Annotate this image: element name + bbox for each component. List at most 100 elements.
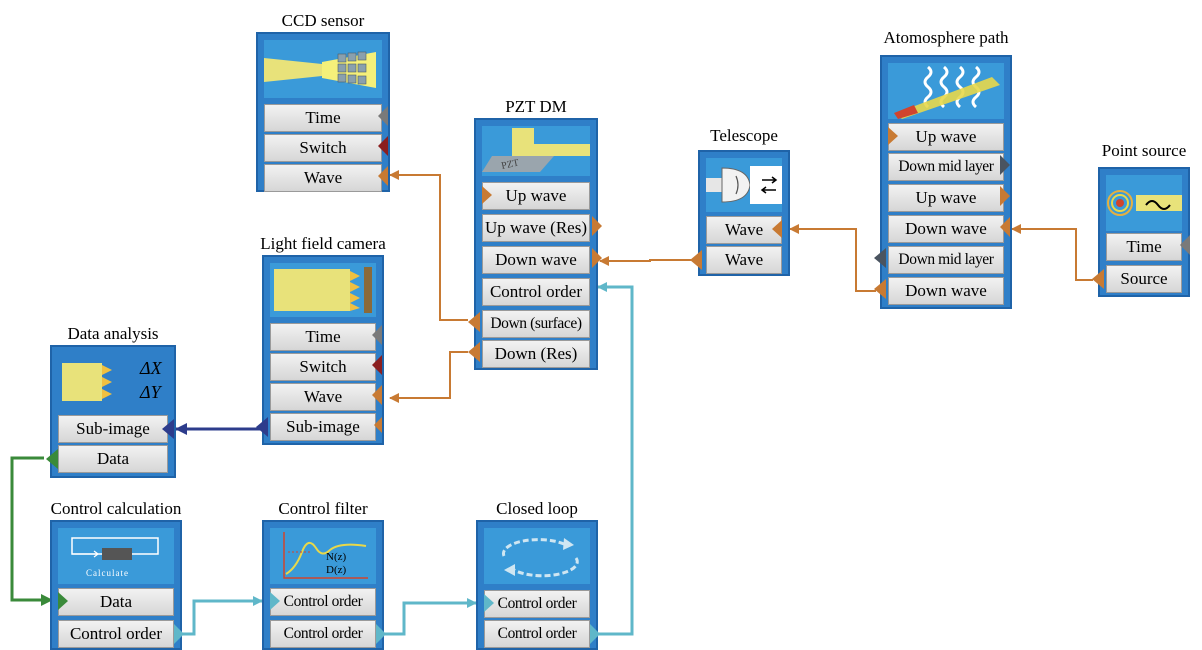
wire-filter-to-closed xyxy=(384,598,477,636)
point-source-image xyxy=(1106,175,1182,231)
calculator-image: Calculate xyxy=(58,528,174,584)
subimage-port-icon xyxy=(374,417,382,433)
atmos-downwave-out-icon xyxy=(874,279,886,299)
atmos-port-down-wave-2[interactable]: Down wave xyxy=(888,277,1004,305)
wave-port-icon xyxy=(372,385,382,405)
filter-port-control-order-in[interactable]: Control order xyxy=(270,588,376,616)
lightfield-port-wave[interactable]: Wave xyxy=(270,383,376,411)
point-time-in-icon xyxy=(1180,235,1190,255)
subimage-analysis-image: ΔX ΔY xyxy=(58,353,168,411)
atmos-port-down-wave-1[interactable]: Down wave xyxy=(888,215,1004,243)
pzt-port-down-res[interactable]: Down (Res) xyxy=(482,340,590,368)
point-source-out-icon xyxy=(1092,269,1104,289)
closed-port-control-order-in[interactable]: Control order xyxy=(484,590,590,618)
telescope-port-wave-1[interactable]: Wave xyxy=(706,216,782,244)
control-calculation-block[interactable]: Control calculation Calculate Data Contr… xyxy=(50,499,184,650)
pzt-port-up-wave-res[interactable]: Up wave (Res) xyxy=(482,214,590,242)
calculate-text: Calculate xyxy=(86,568,129,578)
telescope-wave-in-icon xyxy=(772,220,782,238)
ccd-sensor-block[interactable]: CCD sensor Time Switch Wave xyxy=(256,11,390,192)
wire-pzt-to-lightfield xyxy=(389,351,468,403)
atmos-port-down-mid-layer-1[interactable]: Down mid layer xyxy=(888,153,1004,181)
pzt-dm-block[interactable]: PZT DM PZT Up wave Up wave (Res) Down wa… xyxy=(468,97,602,370)
wire-point-to-atmos xyxy=(1011,224,1093,281)
atmos-upwave-out-icon xyxy=(1000,186,1010,206)
atmosphere-path-title: Atomosphere path xyxy=(883,28,1009,47)
pzt-downwave-in-icon xyxy=(592,248,602,268)
closed-loop-block[interactable]: Closed loop Control order Control order xyxy=(476,499,600,650)
control-filter-block[interactable]: Control filter N(z) D(z) Control order C… xyxy=(262,499,386,650)
lenslet-camera-image xyxy=(270,263,376,317)
wire-pzt-to-ccd xyxy=(389,170,468,321)
atmos-port-up-wave-1[interactable]: Up wave xyxy=(888,123,1004,151)
closed-loop-title: Closed loop xyxy=(496,499,578,518)
filter-denominator: D(z) xyxy=(326,564,346,576)
point-source-title: Point source xyxy=(1101,141,1187,160)
wire-calc-to-filter xyxy=(182,596,263,636)
calc-port-data[interactable]: Data xyxy=(58,588,174,616)
delta-x-label: ΔX xyxy=(140,358,162,378)
lightfield-port-markers xyxy=(372,325,382,433)
telescope-title: Telescope xyxy=(710,126,778,145)
time-port-icon xyxy=(378,106,388,126)
telescope-image xyxy=(706,158,782,212)
point-port-source[interactable]: Source xyxy=(1106,265,1182,293)
ccd-port-time[interactable]: Time xyxy=(264,104,382,132)
pzt-port-down-surface[interactable]: Down (surface) xyxy=(482,310,590,338)
wire-data xyxy=(10,456,53,606)
filter-port-control-order-out[interactable]: Control order xyxy=(270,620,376,648)
control-filter-title: Control filter xyxy=(278,499,368,518)
atmos-midlayer-out-icon xyxy=(874,248,886,268)
ccd-port-markers xyxy=(378,106,388,186)
pzt-down-surface-out-icon xyxy=(468,312,480,332)
turbulence-waves-image xyxy=(888,63,1004,119)
analysis-port-subimage[interactable]: Sub-image xyxy=(58,415,168,443)
closed-in-icon xyxy=(484,594,494,612)
closed-port-control-order-out[interactable]: Control order xyxy=(484,620,590,648)
ccd-sensor-title: CCD sensor xyxy=(281,11,365,30)
telescope-wave-out-icon xyxy=(690,250,702,270)
pzt-port-down-wave[interactable]: Down wave xyxy=(482,246,590,274)
switch-port-icon xyxy=(372,355,382,375)
switch-port-icon xyxy=(378,136,388,156)
pzt-port-control-order[interactable]: Control order xyxy=(482,278,590,306)
lightfield-port-time[interactable]: Time xyxy=(270,323,376,351)
wave-port-icon xyxy=(378,166,388,186)
atmos-upwave-in-icon xyxy=(888,127,898,145)
pzt-port-up-wave[interactable]: Up wave xyxy=(482,182,590,210)
calc-port-control-order[interactable]: Control order xyxy=(58,620,174,648)
time-port-icon xyxy=(372,325,382,345)
data-analysis-title: Data analysis xyxy=(67,324,159,343)
telescope-port-wave-2[interactable]: Wave xyxy=(706,246,782,274)
lightfield-subimage-out-icon xyxy=(256,417,268,437)
pzt-image-text: PZT xyxy=(500,157,520,171)
atmos-port-down-mid-layer-2[interactable]: Down mid layer xyxy=(888,246,1004,274)
data-analysis-block[interactable]: Data analysis ΔX ΔY Sub-image Data xyxy=(46,324,176,478)
transfer-function-image: N(z) D(z) xyxy=(270,528,376,584)
wire-closed-to-pzt xyxy=(597,282,634,636)
point-port-time[interactable]: Time xyxy=(1106,233,1182,261)
telescope-block[interactable]: Telescope Wave Wave xyxy=(690,126,790,276)
light-field-camera-block[interactable]: Light field camera Time Switch Wave Sub-… xyxy=(256,234,386,445)
pzt-upwave-in-icon xyxy=(482,186,492,204)
lightfield-port-switch[interactable]: Switch xyxy=(270,353,376,381)
atmos-midlayer-in-icon xyxy=(1000,155,1010,175)
analysis-port-data[interactable]: Data xyxy=(58,445,168,473)
ccd-port-wave[interactable]: Wave xyxy=(264,164,382,192)
calc-data-in-icon xyxy=(58,592,68,610)
analysis-data-out-icon xyxy=(46,449,58,469)
pzt-mirror-image: PZT xyxy=(482,126,590,176)
closed-out-icon xyxy=(590,624,600,644)
ccd-port-switch[interactable]: Switch xyxy=(264,134,382,162)
atmos-downwave-in-icon xyxy=(1000,217,1010,237)
atmos-port-up-wave-2[interactable]: Up wave xyxy=(888,184,1004,212)
lightfield-port-subimage[interactable]: Sub-image xyxy=(270,413,376,441)
point-source-block[interactable]: Point source Time Source xyxy=(1092,141,1190,297)
filter-out-icon xyxy=(376,624,386,644)
filter-in-icon xyxy=(270,592,280,610)
atmosphere-path-block[interactable]: Atomosphere path Up wave Down mid layer … xyxy=(874,28,1012,309)
delta-y-label: ΔY xyxy=(140,382,161,402)
pzt-upwave-res-out-icon xyxy=(592,216,602,236)
